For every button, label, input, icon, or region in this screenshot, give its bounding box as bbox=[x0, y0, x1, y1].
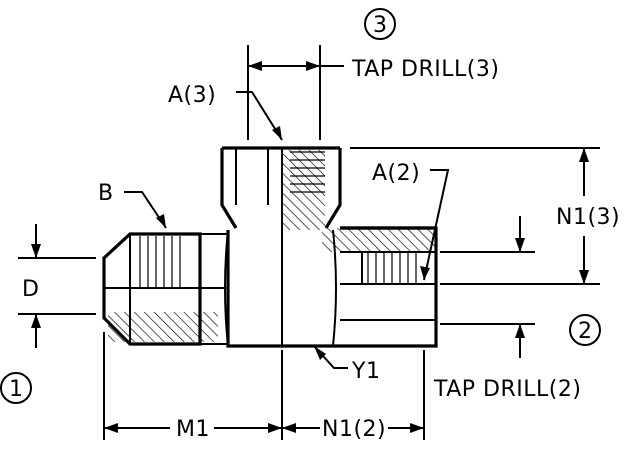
tapdrill2-arrow-bottom bbox=[515, 324, 525, 338]
n12-arrow-left bbox=[282, 423, 296, 433]
a3-label: A(3) bbox=[168, 83, 216, 108]
a2-leader bbox=[423, 169, 450, 281]
right-upper-hatch bbox=[322, 228, 436, 252]
a2-arrow bbox=[420, 266, 430, 280]
port-3-marker: 3 bbox=[364, 8, 396, 40]
fitting-body bbox=[102, 146, 438, 348]
upper-thread-section bbox=[283, 150, 325, 206]
upper-hex-lines bbox=[235, 148, 269, 205]
right-threads bbox=[367, 252, 417, 284]
d-label: D bbox=[22, 277, 39, 302]
n13-arrow-top bbox=[579, 148, 589, 162]
left-threads bbox=[139, 236, 181, 288]
n13-label: N1(3) bbox=[556, 205, 620, 230]
port-3-number: 3 bbox=[373, 13, 387, 38]
m1-label: M1 bbox=[176, 417, 210, 442]
port-1-marker: 1 bbox=[0, 372, 32, 404]
port-2-number: 2 bbox=[578, 319, 592, 344]
dimensions bbox=[18, 45, 600, 440]
b-label: B bbox=[98, 181, 114, 206]
upper-branch-outline bbox=[220, 148, 342, 229]
port-1-number: 1 bbox=[9, 377, 23, 402]
tapdrill2-arrow-top bbox=[515, 238, 525, 252]
port-3-circle bbox=[364, 8, 396, 40]
tapdrill3-arrow-right bbox=[306, 61, 320, 71]
m1-arrow-right bbox=[268, 423, 282, 433]
tap-drill-2-label: TAP DRILL(2) bbox=[433, 377, 581, 402]
port-2-circle bbox=[569, 314, 601, 346]
m1-arrow-left bbox=[104, 423, 118, 433]
port-1-circle bbox=[0, 372, 32, 404]
d-arrow-top bbox=[31, 244, 41, 258]
n12-label: N1(2) bbox=[322, 417, 386, 442]
tapdrill3-arrow-left bbox=[248, 61, 262, 71]
b-leader bbox=[124, 191, 167, 229]
a3-leader bbox=[236, 91, 283, 141]
port-2-marker: 2 bbox=[569, 314, 601, 346]
n12-arrow-right bbox=[410, 423, 424, 433]
n13-arrow-bottom bbox=[579, 270, 589, 284]
b-arrow bbox=[156, 214, 166, 228]
left-neck-lines bbox=[200, 233, 228, 345]
a3-arrow bbox=[272, 126, 282, 140]
y1-label: Y1 bbox=[351, 359, 380, 384]
upper-threads bbox=[290, 151, 325, 193]
tap-drill-3-label: TAP DRILL(3) bbox=[351, 57, 499, 82]
left-lower-hatch bbox=[108, 312, 218, 342]
a2-label: A(2) bbox=[372, 161, 420, 186]
y1-arrow bbox=[314, 346, 326, 360]
d-arrow-bottom bbox=[31, 314, 41, 328]
upper-bore-hatch bbox=[283, 206, 325, 230]
